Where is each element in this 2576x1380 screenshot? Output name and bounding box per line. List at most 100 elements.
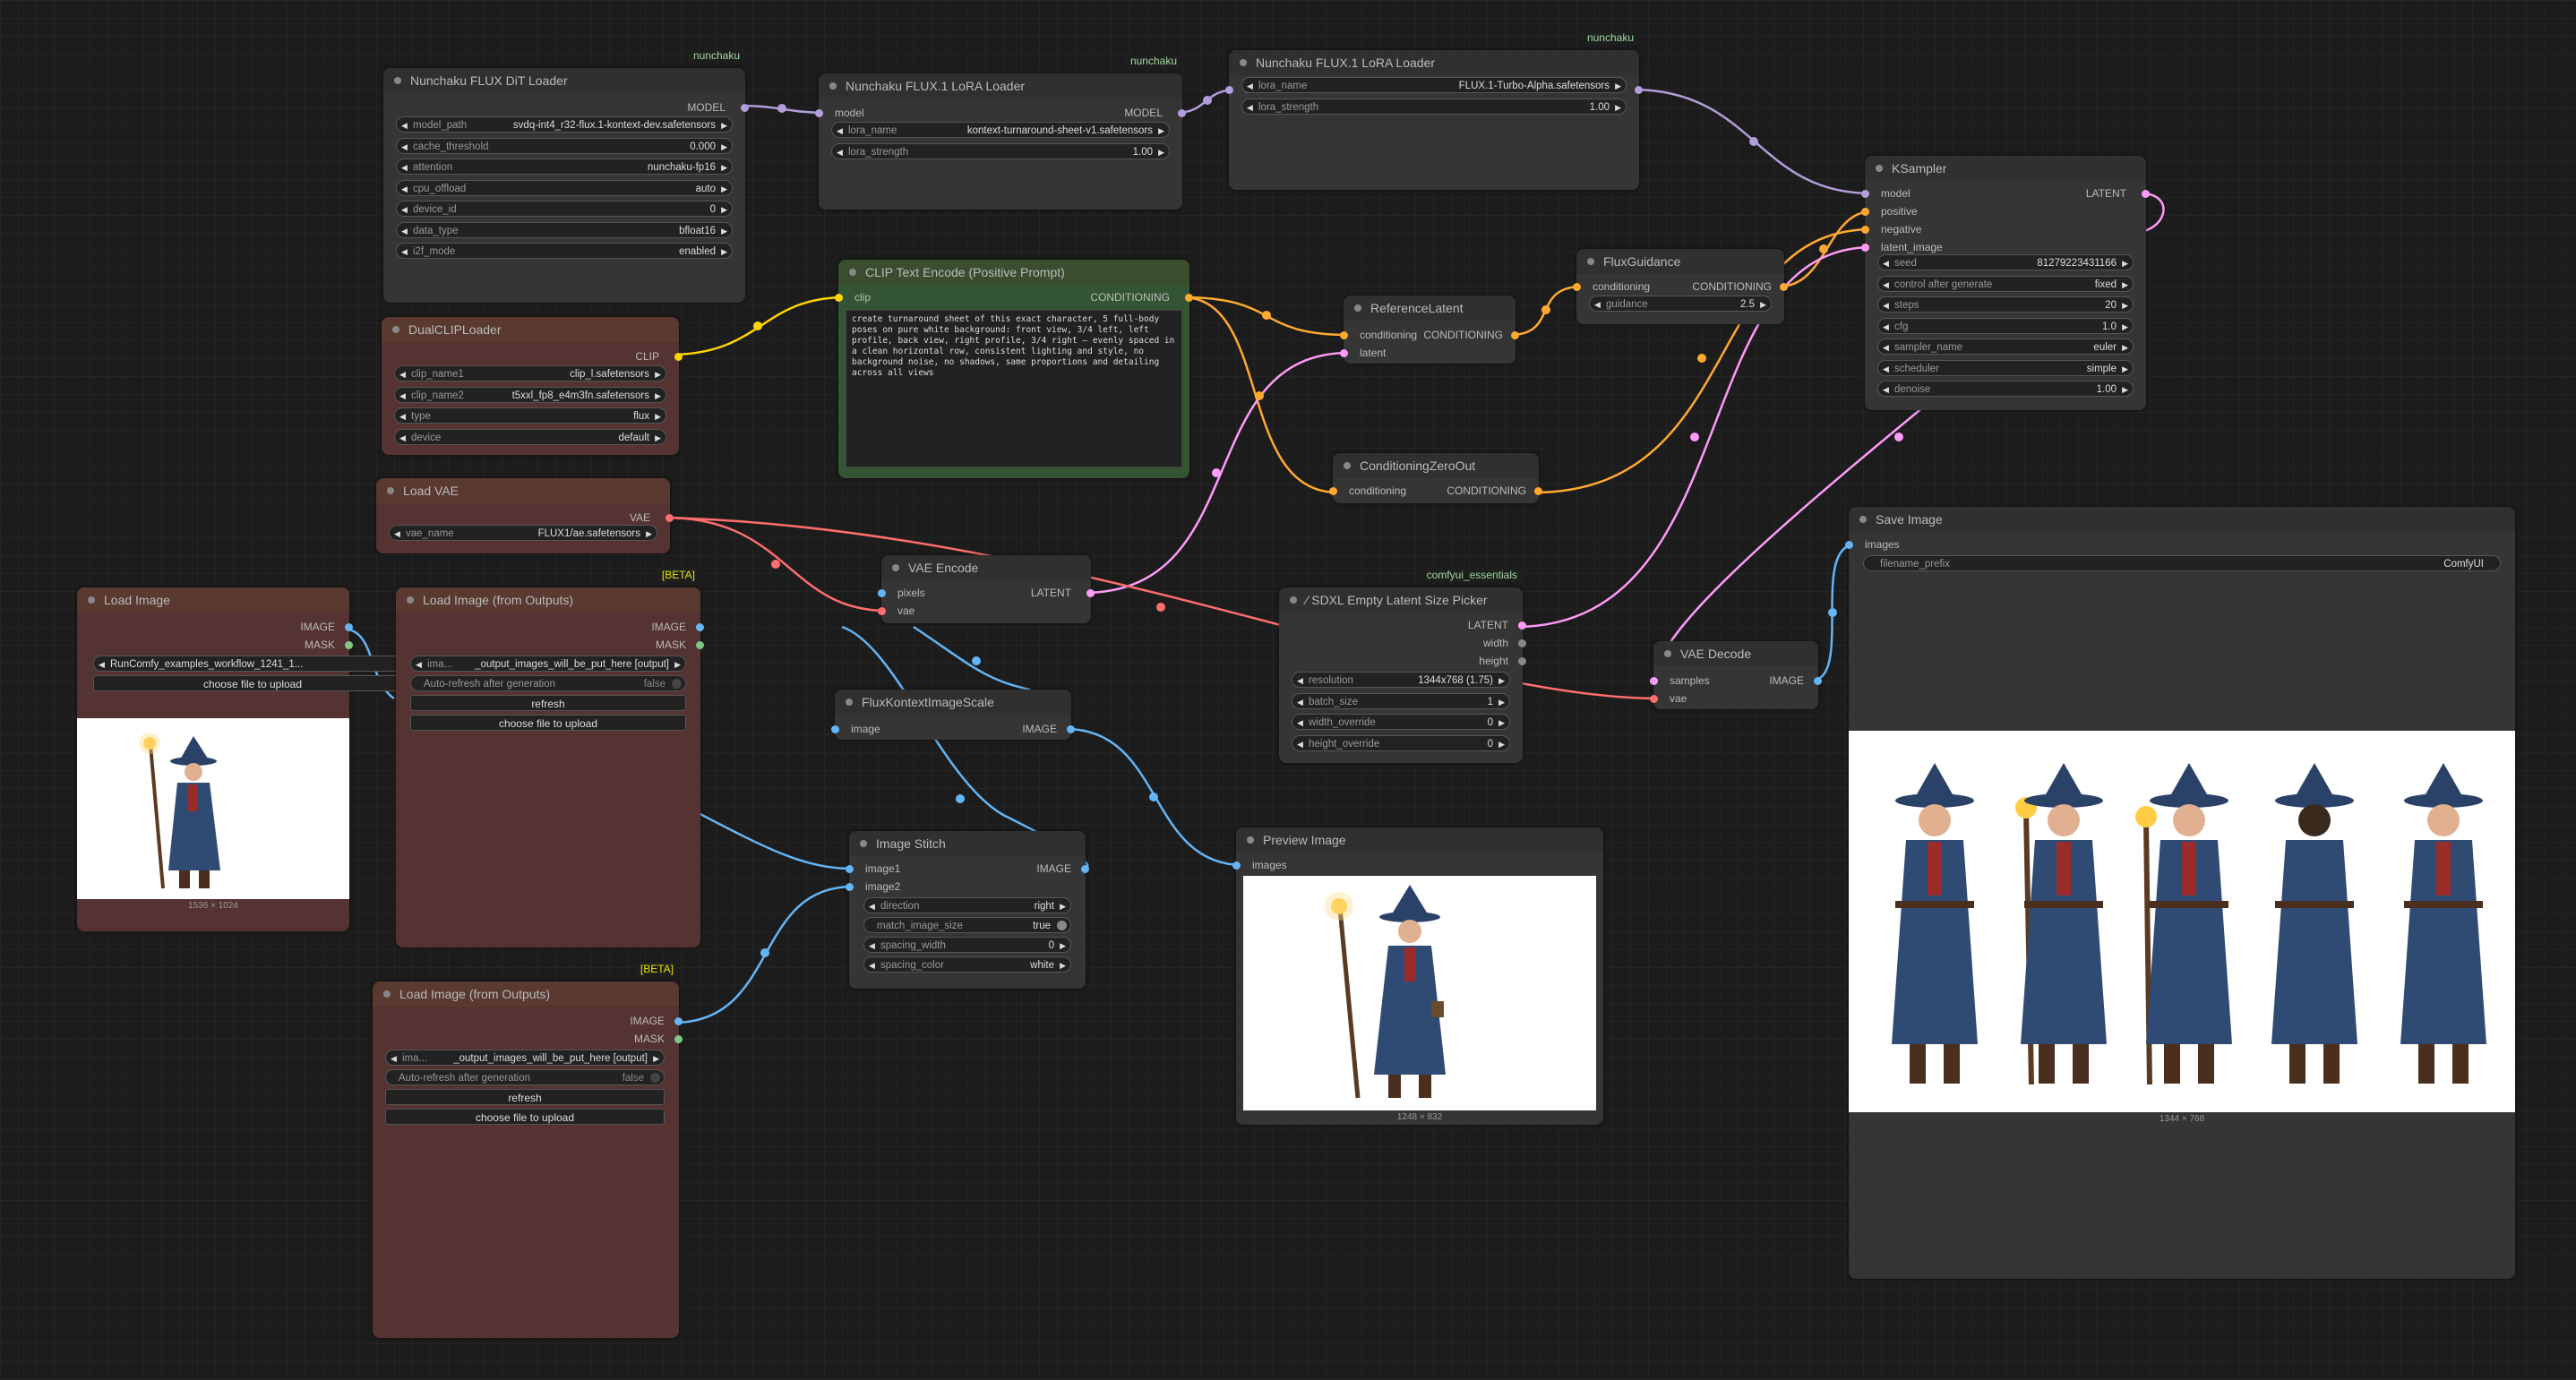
collapse-dot[interactable] (1247, 836, 1254, 844)
input-socket-pixels[interactable] (878, 589, 886, 597)
node-reference-latent[interactable]: ReferenceLatent conditioning latent COND… (1340, 296, 1519, 364)
node-title[interactable]: ReferenceLatent (1344, 296, 1516, 321)
collapse-dot[interactable] (394, 77, 401, 84)
input-socket-samples[interactable] (1650, 677, 1658, 685)
collapse-dot[interactable] (892, 564, 899, 571)
node-preview-image[interactable]: Preview Image images 1248 × 832 (1232, 827, 1603, 1125)
node-title[interactable]: Nunchaku FLUX.1 LoRA Loader (819, 73, 1182, 99)
arrow-left-icon[interactable]: ◀ (1297, 718, 1303, 727)
arrow-left-icon[interactable]: ◀ (1247, 102, 1253, 112)
node-title[interactable]: Save Image (1849, 507, 2515, 532)
arrow-left-icon[interactable]: ◀ (1883, 364, 1889, 373)
collapse-dot[interactable] (829, 82, 837, 90)
node-clip-text-encode[interactable]: CLIP Text Encode (Positive Prompt) clip … (835, 260, 1193, 478)
output-socket-mask[interactable] (674, 1035, 683, 1043)
prompt-textarea[interactable]: create turnaround sheet of this exact ch… (846, 310, 1182, 467)
arrow-right-icon[interactable]: ▶ (1615, 102, 1621, 112)
collapse-dot[interactable] (1587, 258, 1594, 265)
arrow-left-icon[interactable]: ◀ (401, 141, 408, 151)
arrow-right-icon[interactable]: ▶ (1498, 697, 1505, 707)
arrow-right-icon[interactable]: ▶ (721, 184, 727, 193)
arrow-left-icon[interactable]: ◀ (401, 247, 408, 256)
node-title[interactable]: VAE Encode (881, 555, 1091, 580)
arrow-right-icon[interactable]: ▶ (721, 226, 727, 236)
node-title[interactable]: Load VAE (376, 478, 670, 503)
arrow-left-icon[interactable]: ◀ (391, 1054, 397, 1063)
output-socket-latent[interactable] (2142, 190, 2150, 198)
node-dit-loader[interactable]: nunchaku Nunchaku FLUX DiT Loader MODEL … (383, 48, 749, 303)
arrow-left-icon[interactable]: ◀ (401, 163, 408, 172)
input-socket-vae[interactable] (878, 607, 886, 615)
node-title[interactable]: ⁄ SDXL Empty Latent Size Picker (1279, 587, 1523, 613)
output-socket-latent[interactable] (1086, 589, 1095, 597)
arrow-left-icon[interactable]: ◀ (399, 412, 406, 421)
arrow-left-icon[interactable]: ◀ (1594, 300, 1601, 309)
arrow-right-icon[interactable]: ▶ (655, 390, 661, 400)
collapse-dot[interactable] (849, 269, 856, 276)
node-title[interactable]: FluxGuidance (1576, 249, 1784, 274)
arrow-right-icon[interactable]: ▶ (1615, 81, 1621, 90)
output-socket-image[interactable] (674, 1017, 683, 1025)
node-title[interactable]: Load Image (77, 587, 349, 613)
collapse-dot[interactable] (383, 990, 391, 998)
arrow-right-icon[interactable]: ▶ (2122, 259, 2128, 268)
arrow-right-icon[interactable]: ▶ (2122, 364, 2128, 373)
input-socket-images[interactable] (1845, 541, 1853, 549)
arrow-right-icon[interactable]: ▶ (655, 412, 661, 421)
arrow-right-icon[interactable]: ▶ (1498, 718, 1505, 727)
arrow-left-icon[interactable]: ◀ (1883, 259, 1889, 268)
input-socket-vae[interactable] (1650, 695, 1658, 703)
arrow-left-icon[interactable]: ◀ (399, 390, 406, 400)
collapse-dot[interactable] (846, 699, 853, 706)
output-socket-image[interactable] (345, 623, 353, 631)
arrow-right-icon[interactable]: ▶ (1060, 902, 1066, 911)
arrow-left-icon[interactable]: ◀ (99, 660, 105, 669)
input-socket-negative[interactable] (1861, 226, 1869, 234)
input-socket-model[interactable] (1225, 86, 1233, 94)
input-socket-images[interactable] (1232, 861, 1241, 870)
node-title[interactable]: Nunchaku FLUX.1 LoRA Loader (1229, 50, 1639, 75)
arrow-left-icon[interactable]: ◀ (401, 184, 408, 193)
node-title[interactable]: CLIP Text Encode (Positive Prompt) (838, 260, 1189, 285)
node-flux-kontext-image-scale[interactable]: FluxKontextImageScale image IMAGE (831, 690, 1075, 740)
arrow-right-icon[interactable]: ▶ (1760, 300, 1766, 309)
arrow-right-icon[interactable]: ▶ (2122, 343, 2128, 352)
node-vae-encode[interactable]: VAE Encode pixels vae LATENT (878, 555, 1095, 623)
output-socket-conditioning[interactable] (1185, 294, 1193, 302)
output-socket-image[interactable] (1081, 865, 1089, 873)
arrow-left-icon[interactable]: ◀ (1297, 676, 1303, 685)
arrow-left-icon[interactable]: ◀ (399, 370, 406, 379)
node-title[interactable]: Load Image (from Outputs) (396, 587, 700, 613)
collapse-dot[interactable] (1344, 462, 1351, 469)
node-sdxl-latent-size-picker[interactable]: comfyui_essentials ⁄ SDXL Empty Latent S… (1279, 568, 1526, 763)
node-ksampler[interactable]: KSampler model positive negative latent_… (1861, 156, 2150, 410)
node-title[interactable]: DualCLIPLoader (382, 317, 679, 342)
collapse-dot[interactable] (1240, 59, 1247, 66)
arrow-right-icon[interactable]: ▶ (721, 121, 727, 130)
arrow-right-icon[interactable]: ▶ (655, 370, 661, 379)
arrow-left-icon[interactable]: ◀ (416, 660, 422, 669)
output-socket-mask[interactable] (696, 641, 704, 649)
output-socket-height[interactable] (1518, 657, 1526, 665)
input-socket-latent-image[interactable] (1861, 244, 1869, 252)
node-title[interactable]: Preview Image (1236, 827, 1603, 853)
